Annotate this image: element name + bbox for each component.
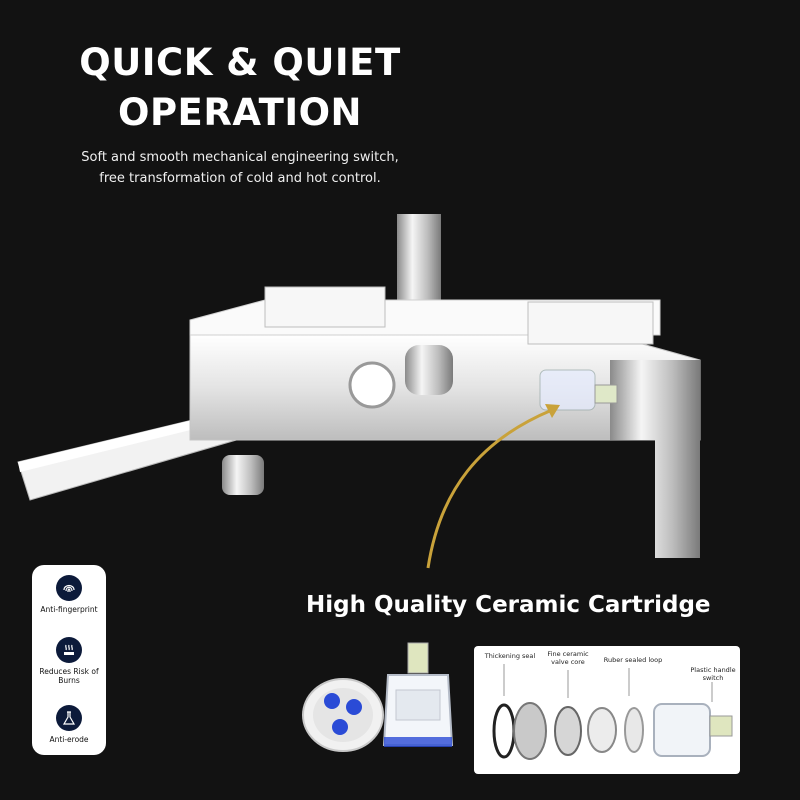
- right-handle: [527, 301, 654, 345]
- page-subline: Soft and smooth mechanical engineering s…: [40, 147, 440, 189]
- feature-anti-erode: Anti-erode: [32, 705, 106, 744]
- cartridge-title: High Quality Ceramic Cartridge: [306, 592, 711, 618]
- housing-ring: [624, 707, 644, 753]
- core-ring: [513, 702, 547, 760]
- faucet-illustration: [17, 214, 701, 569]
- part-label-sealed-loop: Ruber sealed loop: [603, 656, 663, 664]
- pipe-union: [348, 361, 396, 409]
- cartridge-body: [653, 703, 711, 757]
- mixer-leg: [610, 360, 700, 558]
- page-headline: QUICK & QUIET OPERATION: [40, 38, 440, 138]
- subline-line-1: Soft and smooth mechanical engineering s…: [81, 150, 399, 165]
- feature-label: Reduces Risk of Burns: [39, 667, 99, 685]
- feature-label: Anti-fingerprint: [40, 605, 98, 614]
- part-label-handle-switch: Plastic handle switch: [690, 666, 736, 682]
- handle-stem: [709, 715, 733, 737]
- ceramic-disc: [554, 706, 582, 756]
- pointer-arrow: [426, 408, 553, 569]
- cartridge-photo: [302, 642, 454, 752]
- port-hole: [324, 693, 340, 709]
- fingerprint-icon: [56, 575, 82, 601]
- feature-anti-fingerprint: Anti-fingerprint: [32, 575, 106, 614]
- cartridge-exploded-view: Thickening seal Fine ceramic valve core …: [474, 646, 740, 774]
- headline-line-1: QUICK & QUIET: [79, 41, 401, 84]
- headline-line-2: OPERATION: [117, 91, 363, 134]
- exploded-parts: [492, 664, 733, 760]
- cartridge-hint: [539, 369, 596, 411]
- left-handle: [264, 286, 386, 328]
- subline-line-2: free transformation of cold and hot cont…: [99, 171, 381, 186]
- feature-panel: Anti-fingerprint Reduces Risk of Burns A…: [32, 565, 106, 755]
- hot-water-icon: [56, 637, 82, 663]
- port-hole: [332, 719, 348, 735]
- part-label-thickening-seal: Thickening seal: [484, 652, 536, 660]
- seal-ring: [492, 703, 516, 759]
- diverter: [222, 455, 264, 495]
- sealed-loop: [587, 707, 617, 753]
- port-hole: [346, 699, 362, 715]
- flask-icon: [56, 705, 82, 731]
- part-label-ceramic-core: Fine ceramic valve core: [547, 650, 589, 666]
- feature-label: Anti-erode: [49, 735, 89, 744]
- feature-reduces-burns: Reduces Risk of Burns: [32, 637, 106, 685]
